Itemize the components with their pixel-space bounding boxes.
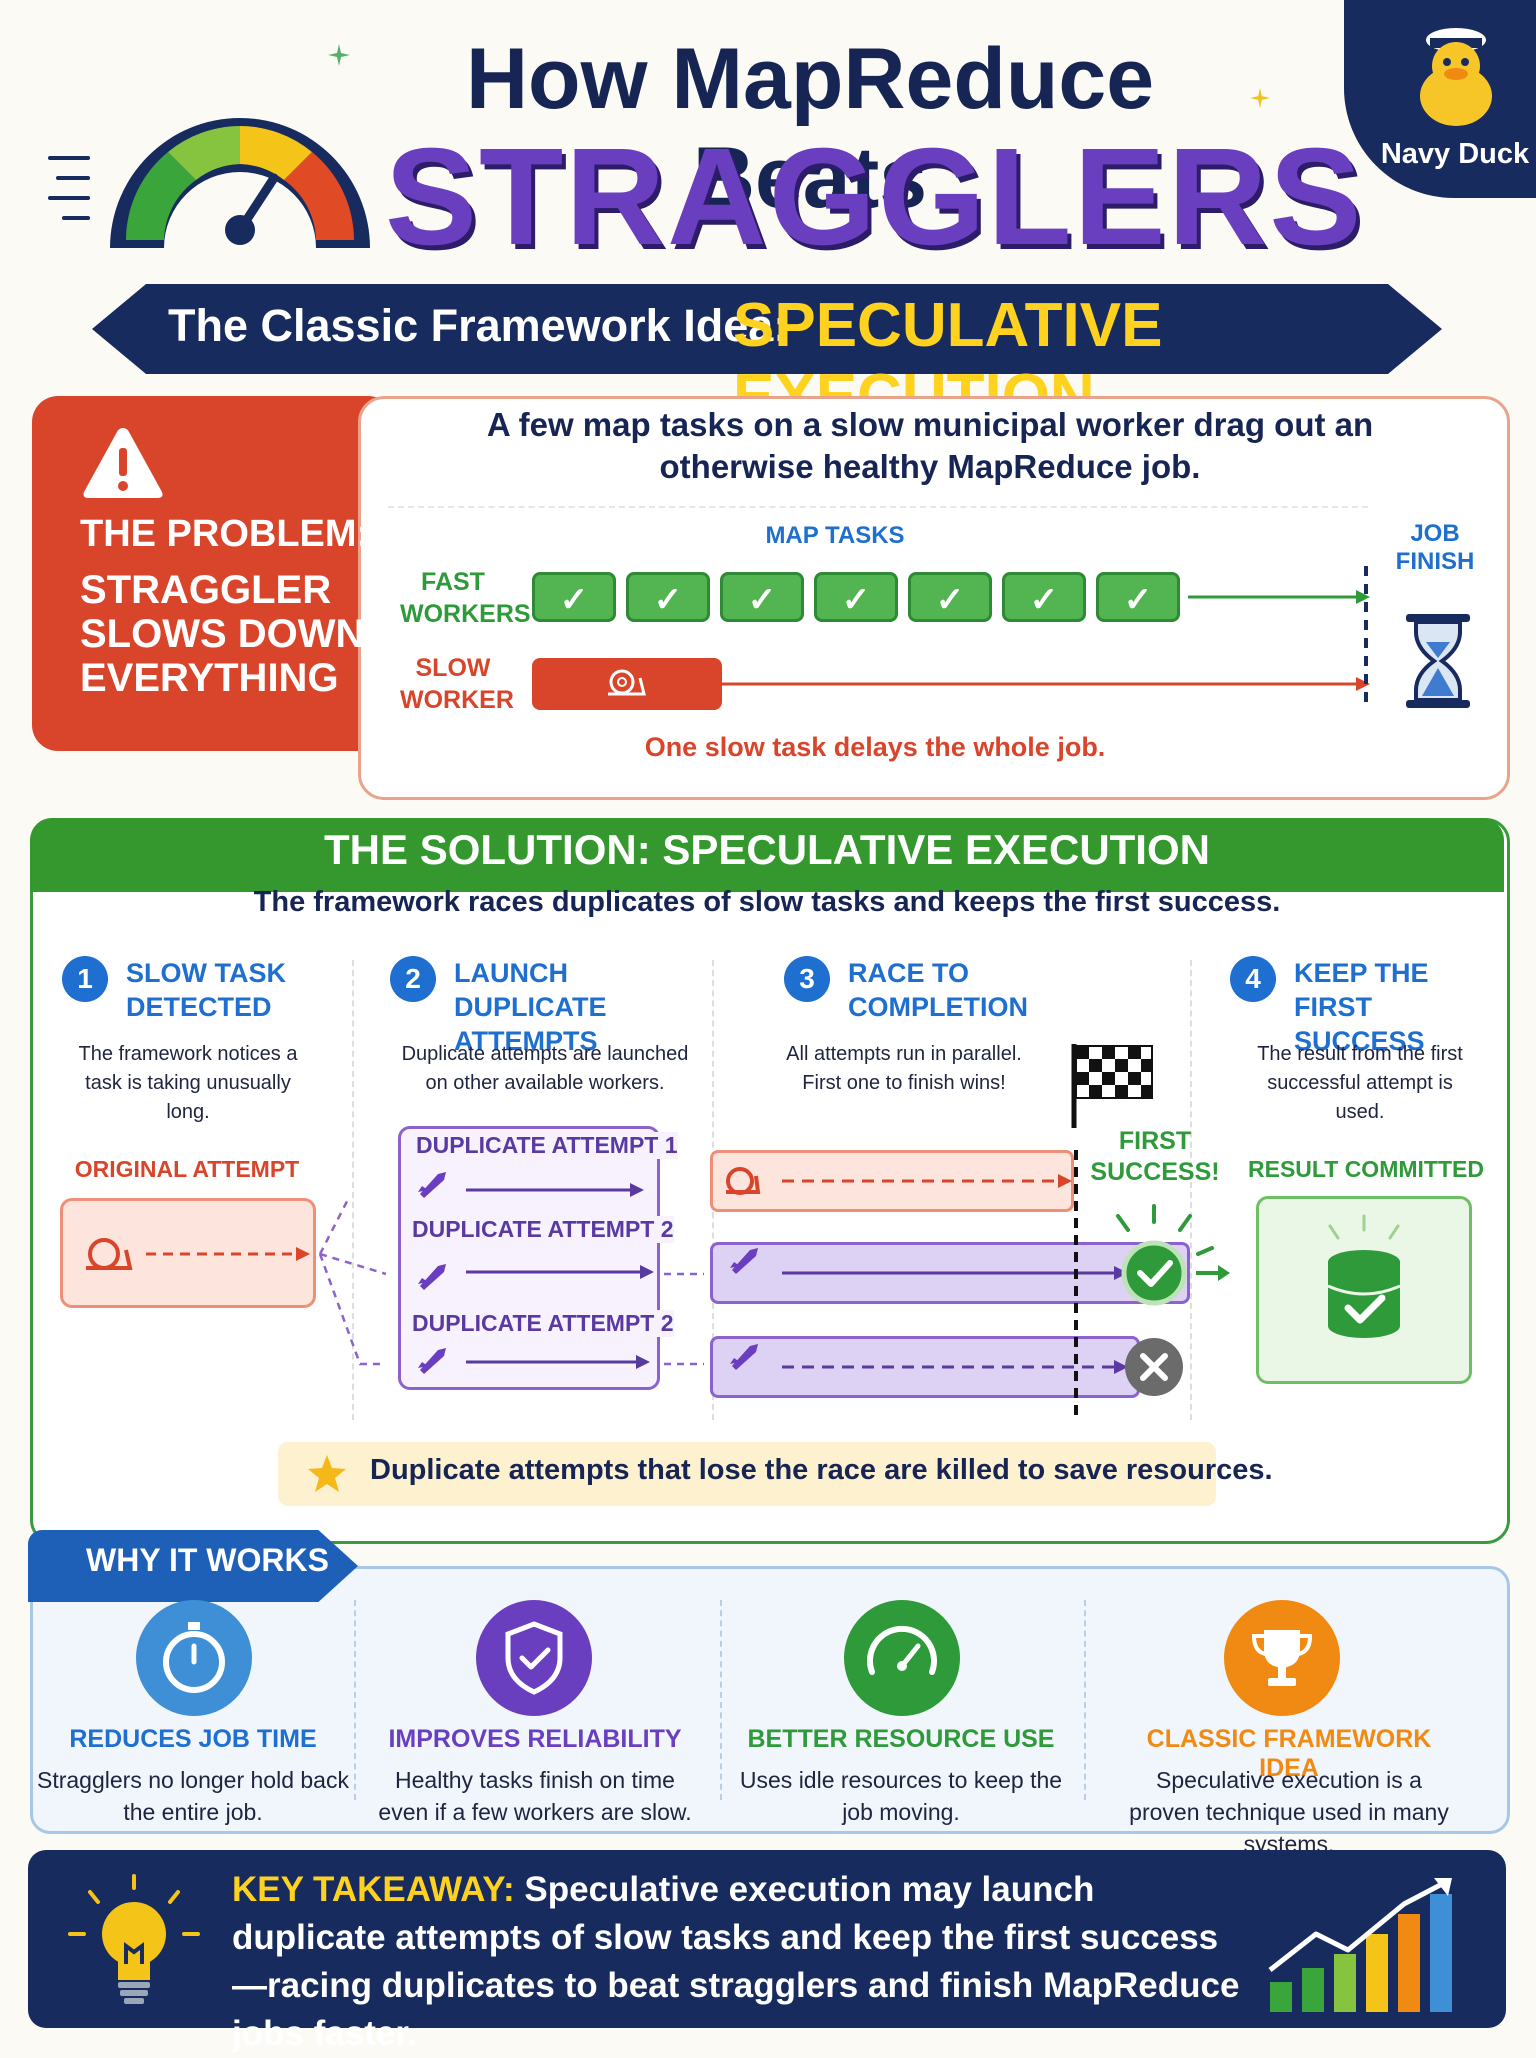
key-takeaway-body: Speculative execution may launch duplica… — [232, 1870, 1240, 2053]
step-desc: Duplicate attempts are launched on other… — [401, 1043, 689, 1094]
map-task: ✓ — [626, 572, 710, 622]
why-desc: Speculative execution is a proven techni… — [1129, 1767, 1449, 1857]
why-desc: Healthy tasks finish on time even if a f… — [378, 1767, 692, 1825]
why-title: CLASSIC FRAMEWORK IDEA — [1146, 1725, 1432, 1782]
problem-label: THE PROBLEM: — [80, 513, 370, 555]
step-number: 2 — [390, 956, 436, 1002]
warning-icon — [83, 428, 163, 498]
why-it-works-title: WHY IT WORKS — [86, 1542, 329, 1578]
duplicate-attempts-box — [398, 1126, 660, 1390]
step-divider — [352, 960, 354, 1420]
duplicate-attempt-label: DUPLICATE ATTEMPT 2 — [412, 1216, 674, 1243]
sparkle-icon — [1282, 176, 1304, 198]
sparkle-icon — [1250, 88, 1270, 108]
step-title: RACE TO COMPLETION — [848, 958, 1028, 1022]
why-divider — [720, 1600, 722, 1800]
solution-header — [30, 818, 1504, 892]
map-tasks-label: MAP TASKS — [765, 522, 905, 549]
star-icon — [308, 1455, 346, 1492]
why-title: IMPROVES RELIABILITY — [388, 1725, 682, 1753]
map-task: ✓ — [532, 572, 616, 622]
gauge-icon — [844, 1600, 960, 1716]
title-line1: How MapReduce Beats — [465, 31, 1155, 226]
map-task: ✓ — [814, 572, 898, 622]
solution-title: THE SOLUTION: SPECULATIVE EXECUTION — [324, 826, 1210, 873]
step-title: KEEP THE FIRST SUCCESS — [1294, 958, 1429, 1056]
key-takeaway-text: KEY TAKEAWAY: Speculative execution may … — [232, 1866, 1252, 2058]
map-task: ✓ — [720, 572, 804, 622]
race-lanes — [726, 1150, 1230, 1420]
badge-label: Navy Duck — [1380, 138, 1530, 170]
step-title: SLOW TASK DETECTED — [126, 958, 286, 1022]
result-committed-label: RESULT COMMITTED — [1248, 1156, 1484, 1182]
map-task: ✓ — [1096, 572, 1180, 622]
first-success-label: FIRST SUCCESS! — [1090, 1127, 1220, 1186]
slow-worker-label: SLOW WORKER — [400, 654, 514, 714]
speedometer-icon — [48, 118, 370, 248]
duck-mascot-icon — [1420, 28, 1492, 126]
banner — [92, 284, 1442, 374]
timeline-arrows — [532, 560, 1370, 710]
step-title: LAUNCH DUPLICATE ATTEMPTS — [454, 958, 607, 1056]
key-takeaway-panel — [28, 1850, 1506, 2028]
job-finish-label: JOB FINISH — [1395, 520, 1475, 575]
step-number: 3 — [784, 956, 830, 1002]
problem-caption: One slow task delays the whole job. — [644, 732, 1106, 762]
why-divider — [1084, 1600, 1086, 1800]
why-divider — [354, 1600, 356, 1800]
snail-icon — [608, 669, 646, 696]
problem-description: A few map tasks on a slow municipal work… — [486, 406, 1374, 485]
step-number: 1 — [62, 956, 108, 1002]
original-attempt-flow — [86, 1198, 704, 1366]
trophy-icon — [1224, 1600, 1340, 1716]
solution-subtitle: The framework races duplicates of slow t… — [253, 886, 1281, 918]
duplicate-rockets — [418, 1172, 654, 1374]
step-number: 4 — [1230, 956, 1276, 1002]
step-divider — [1190, 960, 1192, 1420]
note-bar — [278, 1442, 1216, 1506]
map-task: ✓ — [908, 572, 992, 622]
hourglass-icon — [1406, 614, 1470, 708]
why-desc: Stragglers no longer hold back the entir… — [37, 1767, 349, 1825]
stopwatch-icon — [136, 1600, 252, 1716]
duplicate-attempt-label: DUPLICATE ATTEMPT 2 — [412, 1310, 674, 1337]
why-title: REDUCES JOB TIME — [69, 1725, 317, 1753]
banner-prefix: The Classic Framework Idea: — [168, 300, 789, 351]
original-attempt-label: ORIGINAL ATTEMPT — [74, 1156, 300, 1182]
database-check-icon — [1327, 1214, 1401, 1338]
step-desc: The result from the first successful att… — [1257, 1043, 1463, 1123]
sparkle-icon — [328, 44, 350, 66]
why-desc: Uses idle resources to keep the job movi… — [739, 1767, 1063, 1825]
step-desc: The framework notices a task is taking u… — [78, 1043, 298, 1123]
why-title: BETTER RESOURCE USE — [747, 1725, 1055, 1753]
checkered-flag-icon — [1071, 1044, 1153, 1128]
title-line2: STRAGGLERS — [385, 120, 1364, 274]
problem-title: STRAGGLER SLOWS DOWN EVERYTHING — [80, 568, 365, 700]
why-it-works-tab — [28, 1530, 358, 1602]
lightbulb-icon — [68, 1874, 200, 2004]
shield-check-icon — [476, 1600, 592, 1716]
duplicate-attempt-label: DUPLICATE ATTEMPT 1 — [416, 1132, 678, 1159]
note-text: Duplicate attempts that lose the race ar… — [370, 1454, 1273, 1486]
map-task: ✓ — [1002, 572, 1086, 622]
key-takeaway-label: KEY TAKEAWAY: — [232, 1870, 515, 1909]
step-desc: All attempts run in parallel. First one … — [786, 1043, 1022, 1094]
problem-panel — [32, 396, 394, 751]
divider — [388, 506, 1368, 508]
fast-workers-label: FAST WORKERS — [400, 568, 531, 628]
growth-chart-icon — [1268, 1878, 1452, 2012]
